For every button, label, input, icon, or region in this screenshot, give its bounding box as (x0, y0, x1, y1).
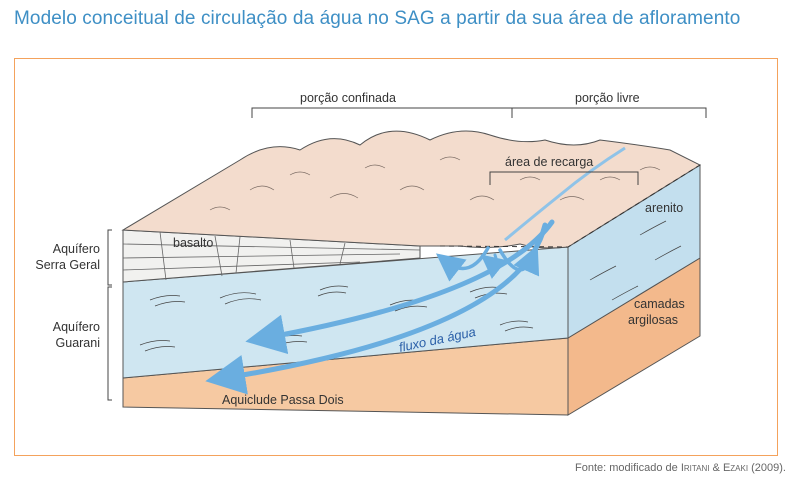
water-table-line (439, 164, 701, 248)
label-camadas-2: argilosas (628, 313, 678, 327)
region-brackets (251, 107, 707, 185)
source-citation: Fonte: modificado de Iritani & Ezaki (20… (575, 462, 786, 474)
river (504, 146, 626, 242)
label-arenito: arenito (645, 201, 683, 215)
label-camadas-1: camadas (634, 297, 685, 311)
water-flow-arrows (205, 219, 555, 395)
label-aquifero-guarani-2: Guarani (56, 336, 100, 350)
diagram-frame (14, 58, 778, 456)
label-aquiclude: Aquiclude Passa Dois (222, 393, 344, 407)
label-aquifero-serra-geral-2: Serra Geral (35, 258, 100, 272)
label-basalto: basalto (173, 236, 213, 250)
label-aquifero-serra-geral-1: Aquífero (53, 242, 100, 256)
page-title: Modelo conceitual de circulação da água … (14, 8, 741, 29)
basalt-joints (122, 231, 421, 281)
label-porcao-confinada: porção confinada (300, 91, 396, 105)
terrain-hatching (209, 156, 661, 211)
aquifer-brackets (107, 229, 112, 401)
label-area-recarga: área de recarga (505, 155, 593, 169)
label-aquifero-guarani-1: Aquífero (53, 320, 100, 334)
label-porcao-livre: porção livre (575, 91, 640, 105)
